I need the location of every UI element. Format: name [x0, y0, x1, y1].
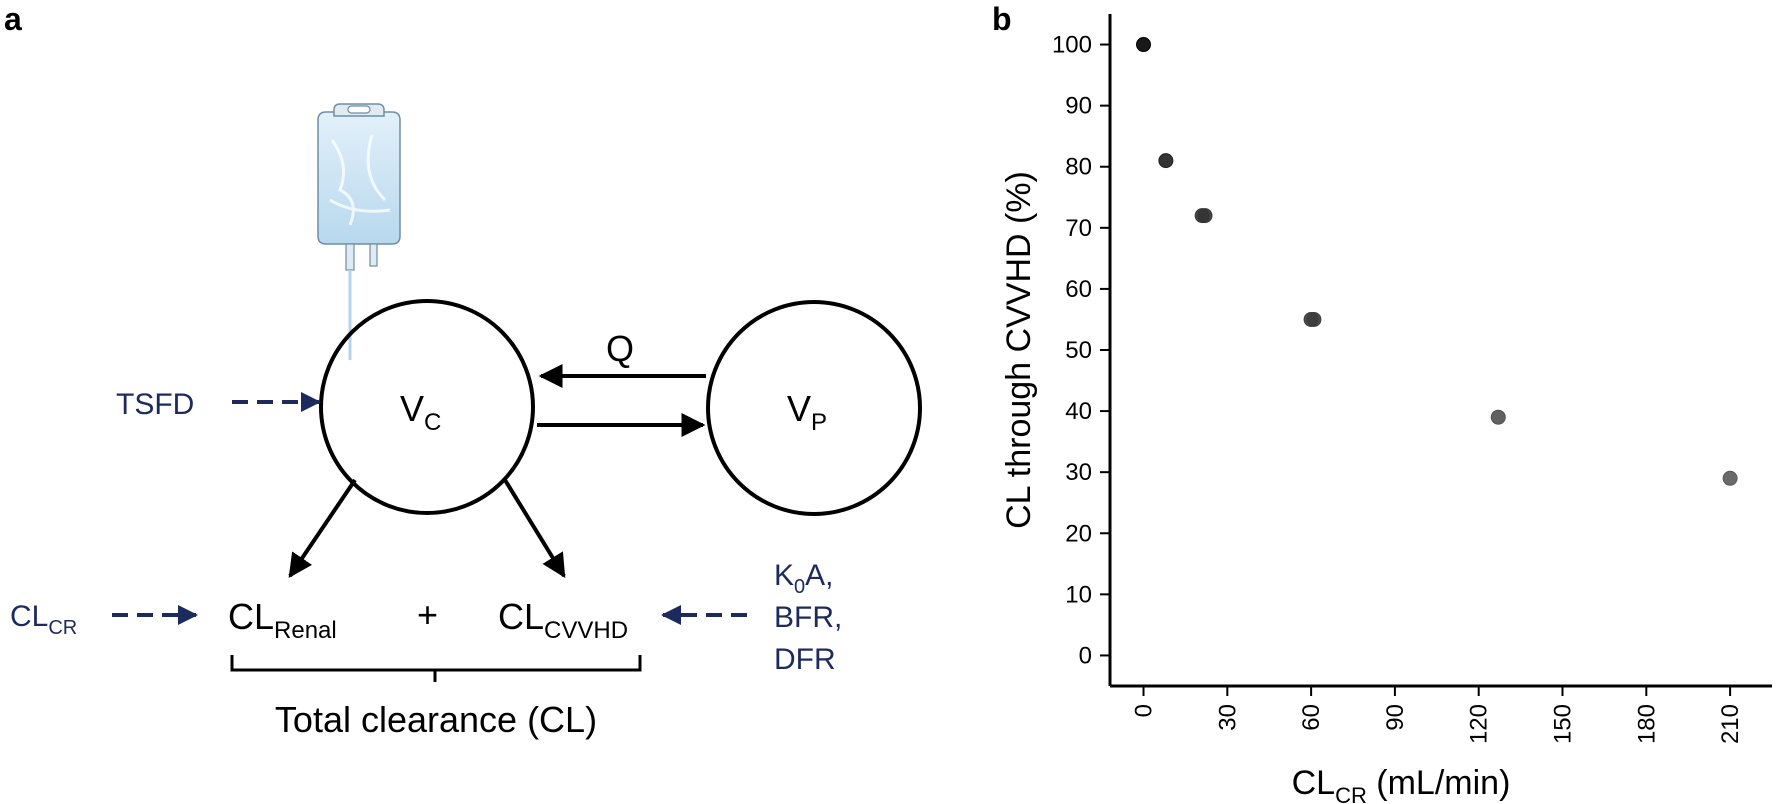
covariate-dfr: DFR	[774, 643, 836, 676]
x-tick-label: 120	[1466, 704, 1493, 744]
y-tick-label: 10	[1065, 581, 1092, 608]
cl-cvvhd-label: CLCVVHD	[498, 596, 628, 644]
data-point	[1490, 409, 1506, 425]
peripheral-compartment-label: VP	[787, 388, 827, 436]
y-tick-label: 40	[1065, 398, 1092, 425]
x-tick-label: 180	[1633, 704, 1660, 744]
y-tick-label: 100	[1052, 32, 1092, 59]
data-point	[1158, 153, 1174, 169]
peripheral-compartment	[706, 300, 922, 516]
x-tick-label: 0	[1131, 704, 1158, 717]
clcr-input-label: CLCR	[10, 600, 77, 639]
covariate-bfr: BFR,	[774, 601, 842, 634]
scatter-chart: 0 10 20 30 40 50 60 70 80 90 100 0 30 60 90 120 150 180 21…	[1000, 14, 1772, 804]
total-clearance-brace	[230, 655, 642, 682]
y-tick-label: 60	[1065, 276, 1092, 303]
y-axis-title: CL through CVVHD (%)	[1000, 171, 1038, 529]
y-tick-label: 70	[1065, 215, 1092, 242]
covariate-k0a: K0A,	[774, 559, 834, 598]
x-tick-label: 150	[1550, 704, 1577, 744]
data-point	[1197, 208, 1213, 224]
tsfd-label: TSFD	[116, 388, 194, 421]
y-tick-label: 90	[1065, 93, 1092, 120]
y-tick-label: 30	[1065, 459, 1092, 486]
x-tick-label: 90	[1382, 704, 1409, 731]
panel-b: b 0 10 20 30 40 50 60 70 80 90 100 0 30 60 90 120 150 180…	[992, 1, 1772, 804]
cvvhd-elimination-arrow	[503, 478, 566, 579]
y-tick-label: 0	[1079, 642, 1092, 669]
renal-elimination-arrow	[288, 478, 357, 578]
plus-sign: +	[417, 594, 438, 635]
iv-bag-icon	[317, 103, 401, 360]
y-tick-label: 50	[1065, 337, 1092, 364]
panel-b-label: b	[992, 1, 1012, 37]
x-tick-label: 30	[1214, 704, 1241, 731]
total-clearance-label: Total clearance (CL)	[275, 699, 597, 740]
x-tick-label: 210	[1717, 704, 1744, 744]
data-point	[1136, 37, 1152, 53]
central-compartment	[319, 299, 535, 515]
central-compartment-label: VC	[400, 388, 441, 436]
y-tick-label: 80	[1065, 154, 1092, 181]
x-tick-label: 60	[1298, 704, 1325, 731]
y-tick-label: 20	[1065, 520, 1092, 547]
data-point	[1722, 470, 1738, 486]
panel-a-label: a	[4, 1, 22, 37]
flow-label-q: Q	[606, 328, 634, 369]
panel-a: a VC VP Q TSFD CLCR CLRenal +	[4, 1, 922, 740]
x-axis-title: CLCR (mL/min)	[1292, 764, 1511, 804]
data-point	[1306, 311, 1322, 327]
cl-renal-label: CLRenal	[228, 596, 337, 644]
